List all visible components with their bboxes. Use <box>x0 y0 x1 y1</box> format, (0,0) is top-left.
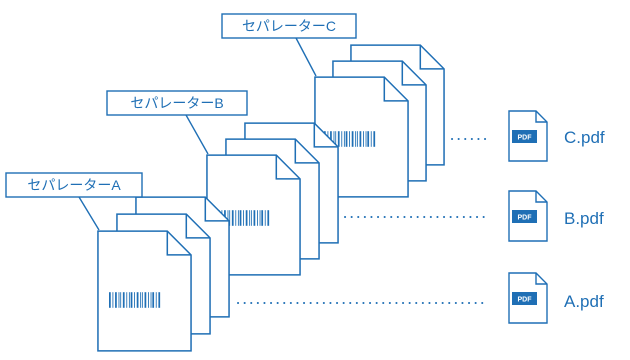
barcode-icon <box>109 292 161 308</box>
separator-label-c-text: セパレーターC <box>242 18 336 34</box>
output-filename-a: A.pdf <box>564 292 604 311</box>
separator-label-a-text: セパレーターA <box>27 177 121 193</box>
separator-label-b: セパレーターB <box>106 90 248 155</box>
output-filename-c: C.pdf <box>564 128 605 147</box>
separator-label-a: セパレーターA <box>5 172 143 231</box>
separator-page-a <box>97 230 192 352</box>
document-stack-a <box>97 196 230 352</box>
output-file-a: PDF A.pdf <box>508 272 604 324</box>
output-file-b: PDF B.pdf <box>508 190 604 242</box>
output-filename-b: B.pdf <box>564 209 604 228</box>
separator-label-b-text: セパレーターB <box>130 95 223 111</box>
pdf-badge: PDF <box>518 215 533 222</box>
pdf-badge: PDF <box>518 297 533 304</box>
separator-label-c: セパレーターC <box>221 13 357 77</box>
pdf-badge: PDF <box>518 135 533 142</box>
output-file-c: PDF C.pdf <box>508 110 605 162</box>
dotted-connectors <box>237 138 489 304</box>
